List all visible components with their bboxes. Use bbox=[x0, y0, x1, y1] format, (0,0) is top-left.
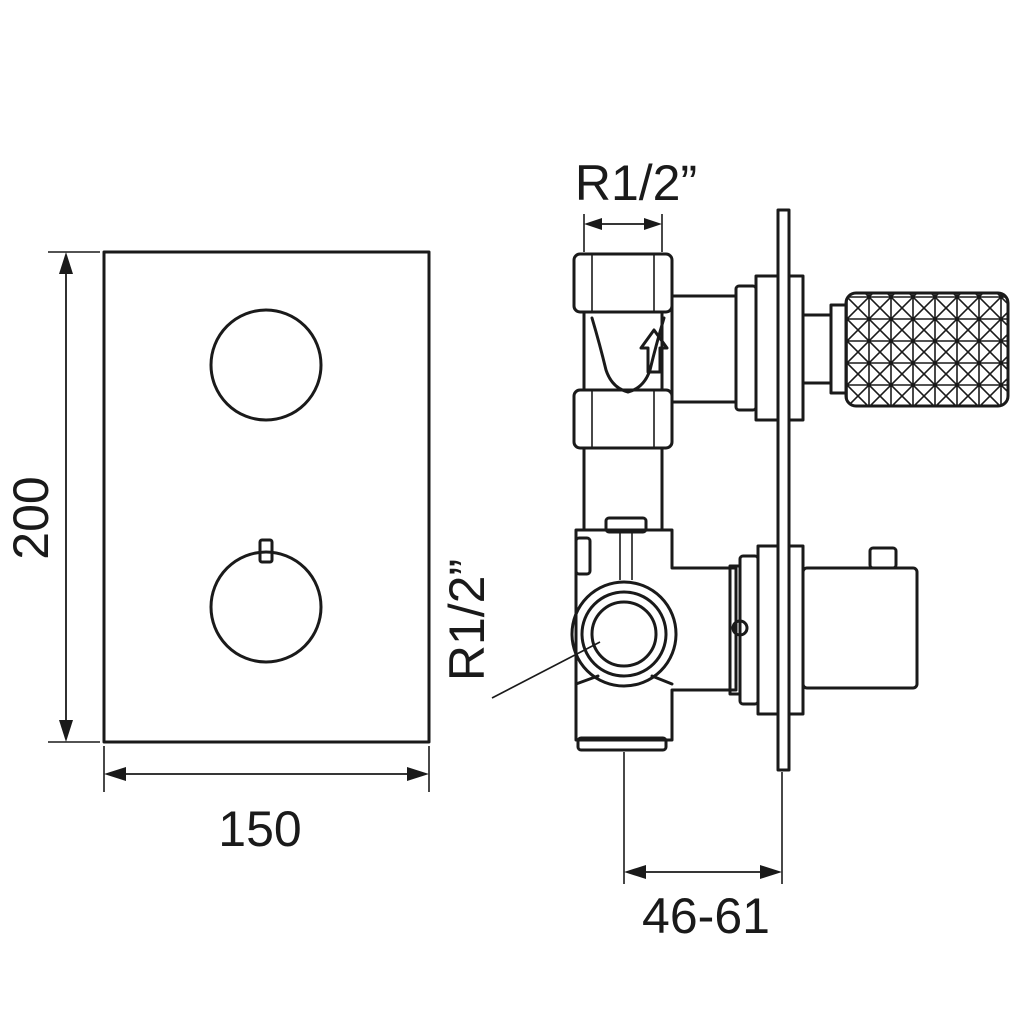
width-dimension: 150 bbox=[103, 746, 430, 857]
thermostatic-handle bbox=[801, 566, 919, 690]
diverter-body bbox=[582, 310, 664, 392]
width-label: 150 bbox=[218, 801, 301, 857]
cover-plate bbox=[102, 250, 431, 744]
wall-plate bbox=[776, 208, 791, 772]
depth-label: 46-61 bbox=[642, 888, 770, 944]
height-label: 200 bbox=[3, 476, 59, 559]
side-thread-callout: R1/2” bbox=[439, 559, 601, 699]
height-dimension: 200 bbox=[3, 251, 100, 743]
side-outlet-outer bbox=[570, 580, 678, 688]
side-thread-label: R1/2” bbox=[439, 559, 495, 681]
lower-nut bbox=[572, 388, 674, 450]
lower-knob bbox=[209, 550, 323, 664]
side-view bbox=[570, 208, 1010, 772]
upper-knob bbox=[209, 308, 323, 422]
front-view bbox=[102, 250, 431, 744]
upper-nut bbox=[572, 252, 674, 314]
handle-indicator bbox=[868, 546, 898, 570]
lower-knob-indicator bbox=[258, 538, 274, 564]
side-outlet-mid bbox=[580, 590, 668, 678]
top-thread-label: R1/2” bbox=[575, 155, 697, 211]
upper-housing bbox=[670, 294, 738, 404]
knurled-handle bbox=[844, 291, 1010, 408]
top-thread-dimension: R1/2” bbox=[575, 155, 697, 252]
side-outlet-inner bbox=[590, 600, 658, 668]
depth-dimension: 46-61 bbox=[623, 752, 783, 944]
flow-arrow-icon bbox=[639, 328, 669, 374]
upper-spindle bbox=[801, 313, 833, 385]
thermostatic-body bbox=[574, 528, 738, 742]
